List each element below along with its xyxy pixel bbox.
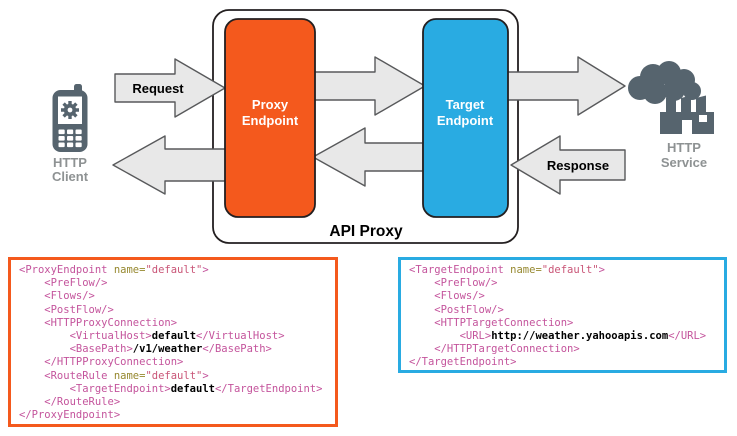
proxy-endpoint-code-block: <ProxyEndpoint name="default"> <PreFlow/…: [8, 257, 338, 427]
code-line: <ProxyEndpoint name="default">: [19, 264, 209, 276]
cloud-factory-icon: [628, 61, 714, 134]
api-proxy-label: API Proxy: [329, 223, 403, 240]
code-line: <HTTPTargetConnection>: [409, 316, 574, 329]
code-line: <URL>http://weather.yahooapis.com</URL>: [409, 330, 707, 343]
proxy-endpoint-label-line1: Proxy: [252, 97, 289, 112]
target-endpoint-label-line2: Endpoint: [437, 113, 494, 128]
target-to-service-arrow: [504, 56, 626, 116]
http-service-label-line2: Service: [661, 155, 707, 170]
target-endpoint-label-line1: Target: [446, 97, 485, 112]
http-client-label-line2: Client: [52, 169, 89, 184]
code-line: <HTTPProxyConnection>: [19, 316, 178, 329]
code-line: <PostFlow/>: [19, 303, 114, 316]
code-line: </RouteRule>: [19, 396, 121, 409]
code-line: <PostFlow/>: [409, 303, 504, 316]
response-arrow: [510, 135, 626, 195]
code-line: </HTTPTargetConnection>: [409, 343, 580, 356]
http-client-label-line1: HTTP: [53, 155, 87, 170]
code-line: </TargetEndpoint>: [409, 356, 517, 369]
request-arrow: [114, 58, 226, 118]
code-line: <Flows/>: [19, 290, 95, 303]
code-line: <VirtualHost>default</VirtualHost>: [19, 330, 285, 343]
response-label: Response: [547, 158, 609, 173]
target-to-proxy-arrow: [312, 127, 424, 187]
phone-keypad: [58, 129, 82, 148]
proxy-to-client-arrow: [112, 135, 229, 195]
factory-icon: [660, 95, 714, 134]
gear-icon: [61, 101, 79, 119]
code-line: <PreFlow/>: [409, 277, 498, 290]
http-service-label-line1: HTTP: [667, 140, 701, 155]
proxy-endpoint-box: [224, 18, 316, 218]
code-line: <PreFlow/>: [19, 277, 108, 290]
code-line: <TargetEndpoint>default</TargetEndpoint>: [19, 382, 323, 395]
code-line: </ProxyEndpoint>: [19, 409, 121, 422]
code-line: <Flows/>: [409, 290, 485, 303]
proxy-endpoint-label-line2: Endpoint: [242, 113, 299, 128]
code-line: <TargetEndpoint name="default">: [409, 264, 605, 276]
target-endpoint-code-block: <TargetEndpoint name="default"> <PreFlow…: [398, 257, 727, 373]
target-endpoint-box: [422, 18, 509, 218]
proxy-to-target-arrow: [309, 56, 426, 116]
architecture-diagram: Request Response Proxy Endpoint Target E…: [52, 9, 714, 244]
code-line: </HTTPProxyConnection>: [19, 356, 184, 369]
code-line: <BasePath>/v1/weather</BasePath>: [19, 343, 272, 356]
cloud-icon: [628, 61, 701, 104]
mobile-phone-icon: [52, 84, 88, 152]
request-label: Request: [132, 81, 184, 96]
code-line: <RouteRule name="default">: [19, 369, 209, 382]
